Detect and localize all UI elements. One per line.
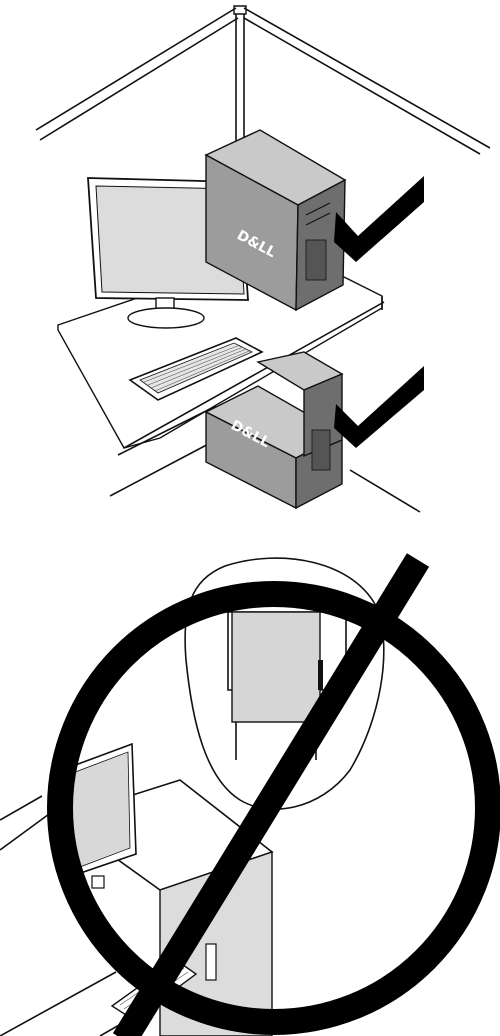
check-mark-icon <box>334 366 424 448</box>
correct-panel: D&LL D&LL <box>35 5 491 513</box>
keyboard <box>128 337 264 401</box>
tower-under-desk: D&LL <box>204 351 344 510</box>
incorrect-panel <box>0 553 500 1036</box>
check-mark-icon <box>334 176 424 262</box>
wall-corner <box>35 5 491 172</box>
prohibited-icon <box>47 553 500 1036</box>
monitor-small <box>61 742 137 889</box>
tower-on-desk: D&LL <box>204 129 347 312</box>
